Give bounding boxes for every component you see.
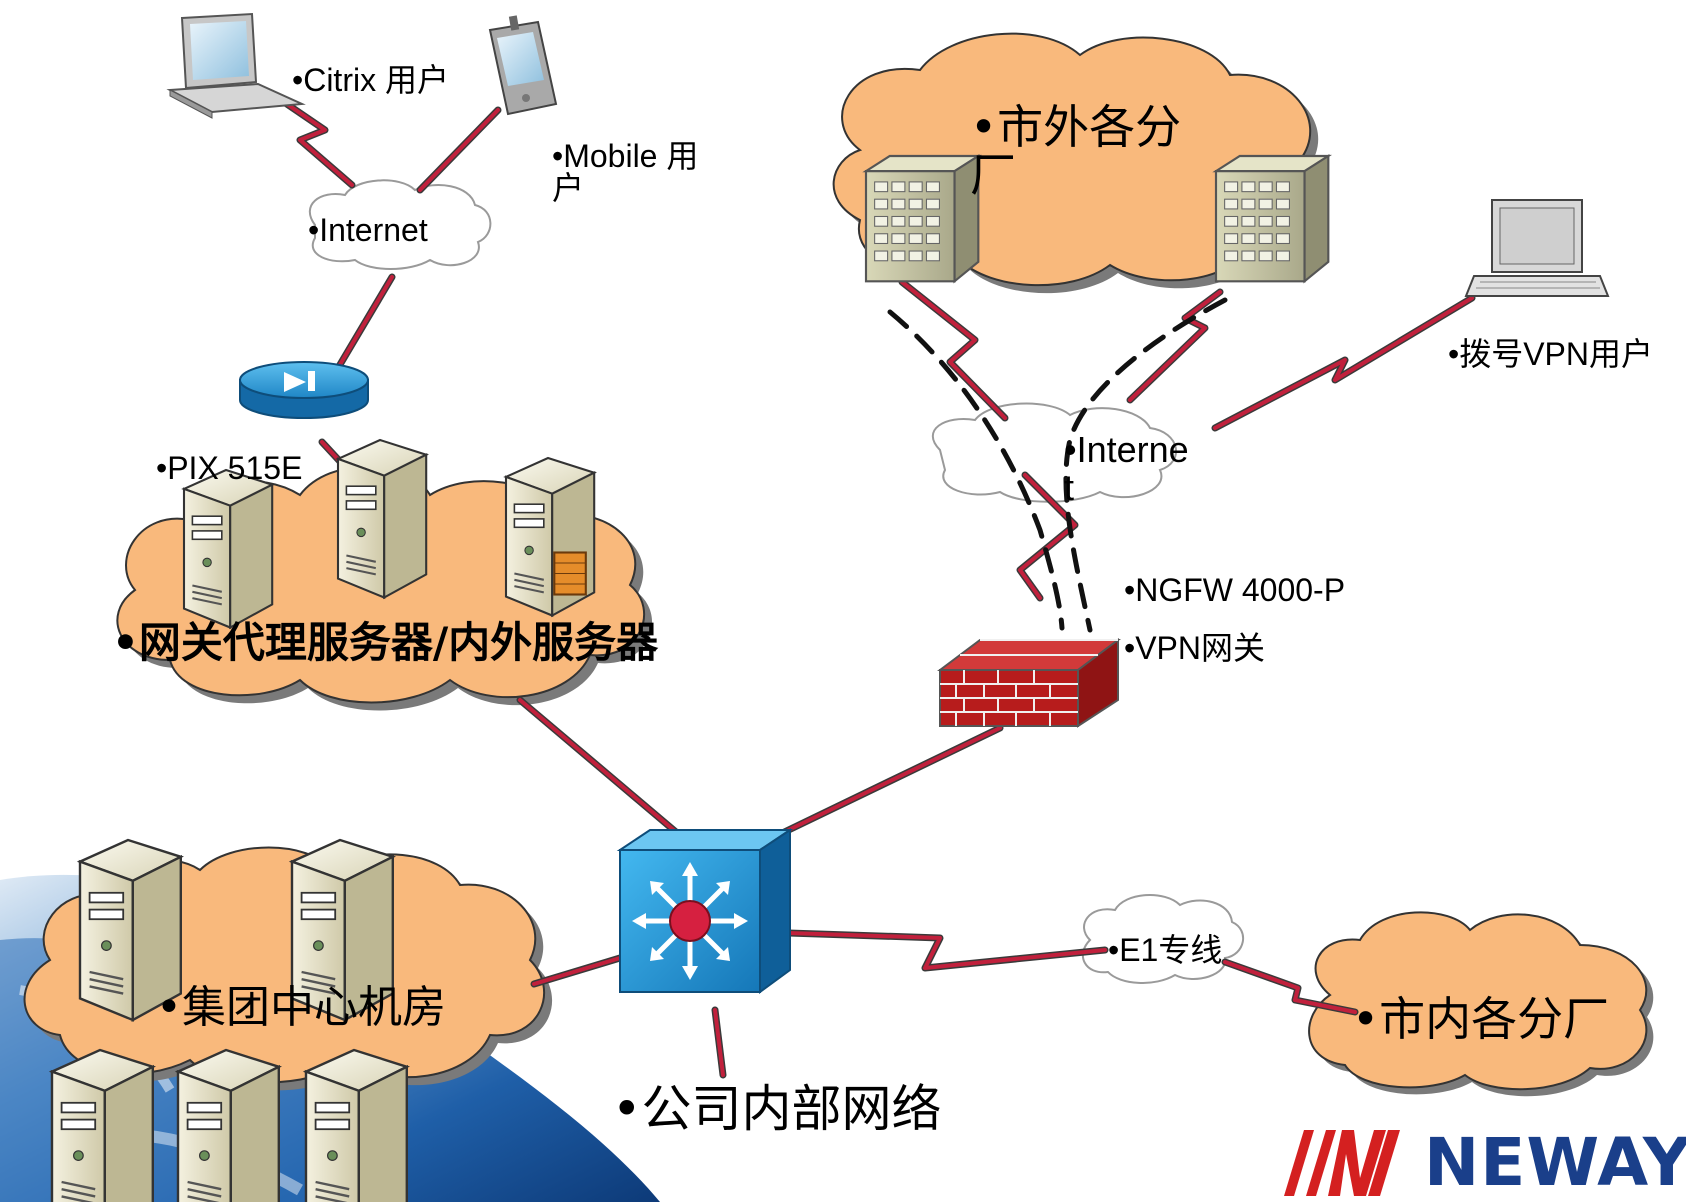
server-icon: [182, 468, 274, 629]
mobile-user-label: •Mobile 用: [552, 138, 699, 174]
cloud-icon: [1081, 894, 1245, 984]
e1-line-label: •E1专线: [1108, 932, 1223, 968]
cloud-icon: [1308, 911, 1654, 1097]
cloud-icon: [932, 402, 1177, 503]
internet-right-label: •Interne: [1064, 429, 1189, 470]
server-icon: [336, 438, 428, 599]
server-icon: [304, 1048, 409, 1202]
mobile-phone-icon: [488, 15, 558, 116]
internet-label: •Internet: [308, 212, 428, 248]
firewall-icon: [937, 638, 1121, 728]
building-icon: [864, 154, 980, 283]
internet-right-label-cont: t: [1064, 467, 1075, 508]
proxy-servers-label: •网关代理服务器/内外服务器: [112, 618, 659, 667]
router-icon: [239, 361, 369, 419]
dialup-vpn-user-label: •拨号VPN用户: [1448, 336, 1654, 372]
neway-logo-mark-icon: [1284, 1130, 1400, 1196]
network-links: [274, 94, 1476, 1079]
neway-logo-text: NEWAY: [1424, 1124, 1686, 1201]
group-center-label: •集团中心机房: [156, 982, 446, 1033]
mobile-user-label-cont: 户: [552, 170, 585, 206]
ngfw-label: •NGFW 4000-P: [1124, 572, 1346, 608]
building-icon: [1214, 154, 1330, 283]
internal-network-label: •公司内部网络: [612, 1080, 942, 1138]
citrix-user-label: •Citrix 用户: [292, 62, 449, 98]
multilayer-switch-icon: [616, 828, 794, 994]
neway-logo: NEWAY: [1284, 1124, 1686, 1201]
laptop-icon: [166, 12, 306, 119]
local-branches-label: •市内各分厂: [1352, 992, 1610, 1046]
pix-label: •PIX 515E: [156, 450, 303, 486]
server-icon: [176, 1048, 281, 1202]
vpn-tunnel-lines: [887, 297, 1228, 633]
remote-branches-label-cont: 厂: [970, 148, 1016, 202]
cloud-icon: [308, 179, 492, 270]
remote-branches-label: •市外各分: [970, 100, 1182, 154]
laptop-icon: [1464, 199, 1610, 297]
server-icon: [50, 1048, 155, 1202]
server-icon: [504, 456, 596, 617]
vpn-gateway-label: •VPN网关: [1124, 630, 1266, 666]
